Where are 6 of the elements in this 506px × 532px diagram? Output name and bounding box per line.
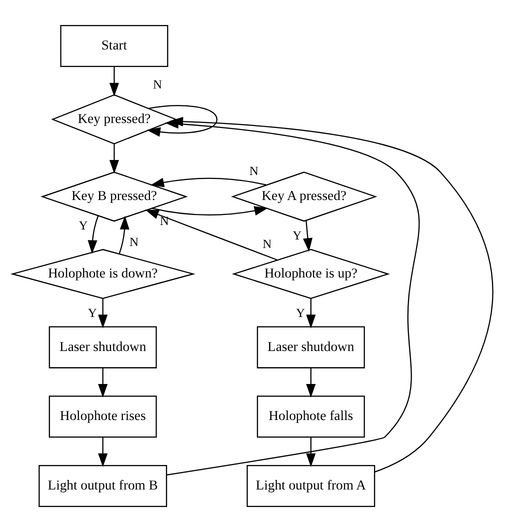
edge-label: N [130,234,139,249]
edge-label: Y [296,306,305,320]
edge-label: Y [88,306,97,320]
edge-label: N [262,237,272,252]
edge-label: Y [292,228,302,243]
edge-label: N [153,77,162,92]
